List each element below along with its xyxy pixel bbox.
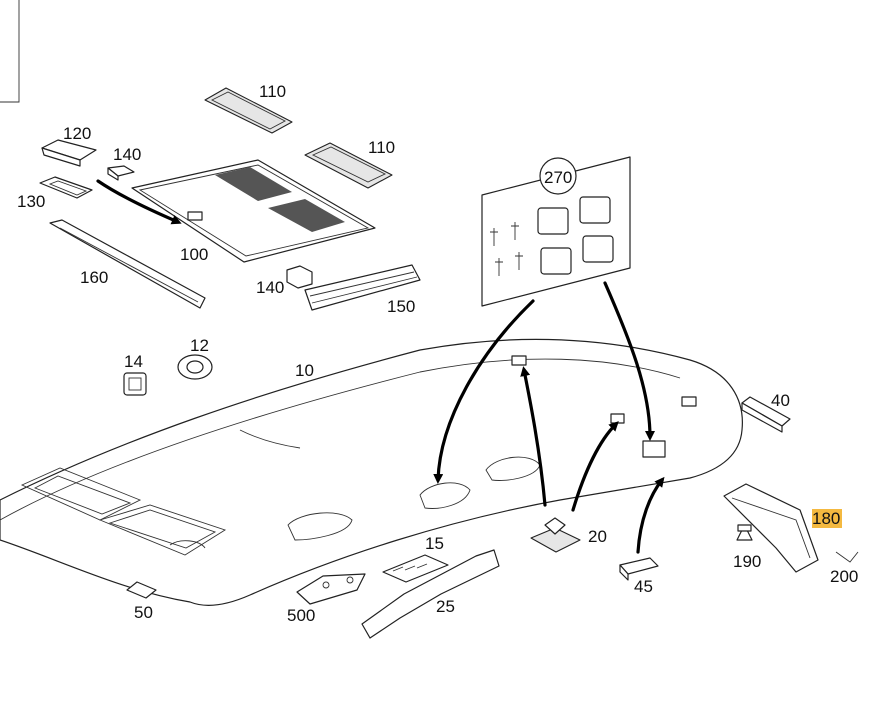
label-120: 120 (63, 124, 91, 143)
label-20: 20 (588, 527, 607, 546)
label-110-upper: 110 (259, 82, 286, 101)
label-100: 100 (180, 245, 208, 264)
switch-14[interactable] (123, 372, 147, 396)
rail-160[interactable] (49, 219, 206, 309)
pad-45[interactable] (619, 557, 659, 581)
bracket-50[interactable] (126, 581, 157, 599)
label-190: 190 (733, 552, 761, 571)
vent-15[interactable] (382, 554, 449, 583)
label-140-lower: 140 (256, 278, 284, 297)
frame-bracket (0, 0, 20, 103)
clip-140-lower[interactable] (286, 265, 313, 289)
label-14: 14 (124, 352, 143, 371)
filter-panel-110-upper[interactable] (204, 87, 293, 134)
label-140-upper: 140 (113, 145, 141, 164)
lamp-unit-20[interactable] (530, 517, 581, 553)
arrows (96, 179, 665, 554)
label-150: 150 (387, 297, 415, 316)
label-110-lower: 110 (368, 138, 395, 157)
label-270: 270 (544, 168, 572, 187)
label-12: 12 (190, 336, 209, 355)
rail-150[interactable] (304, 264, 421, 311)
fastener-kit-270[interactable] (481, 156, 631, 307)
label-15: 15 (425, 534, 444, 553)
label-50: 50 (134, 603, 153, 622)
label-200: 200 (830, 567, 858, 586)
label-25: 25 (436, 597, 455, 616)
hook-200[interactable] (835, 551, 859, 563)
roof-panel-100[interactable] (131, 159, 376, 263)
pillar-trim-180[interactable] (723, 483, 819, 573)
callout-labels: 110 110 120 140 130 100 160 140 150 270 … (17, 82, 858, 625)
clip-190[interactable] (736, 524, 753, 541)
cover-120[interactable] (41, 139, 97, 167)
label-160: 160 (80, 268, 108, 287)
label-130: 130 (17, 192, 45, 211)
headliner-10[interactable] (0, 338, 743, 606)
label-180: 180 (812, 509, 840, 528)
label-45: 45 (634, 577, 653, 596)
label-10: 10 (295, 361, 314, 380)
pad-40[interactable] (741, 396, 791, 433)
filter-panel-110-lower[interactable] (304, 142, 393, 189)
console-500[interactable] (296, 573, 366, 605)
grip-130[interactable] (39, 176, 93, 199)
clip-140-upper[interactable] (107, 165, 135, 181)
label-180-highlight (812, 509, 842, 528)
label-40: 40 (771, 391, 790, 410)
cap-12[interactable] (177, 354, 213, 380)
label-500: 500 (287, 606, 315, 625)
strip-25[interactable] (361, 549, 500, 639)
